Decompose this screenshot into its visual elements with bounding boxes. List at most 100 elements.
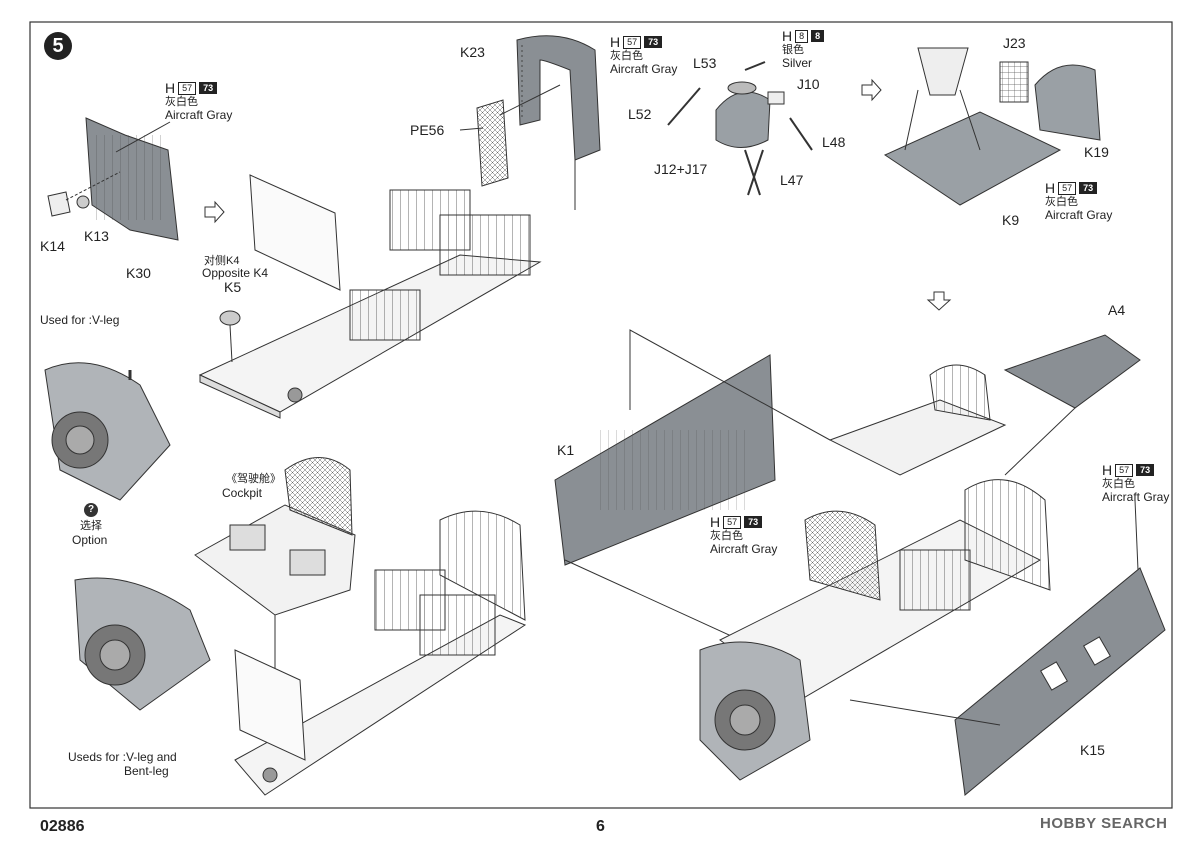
part-label-j23: J23 [1003,35,1026,51]
part-label-a4: A4 [1108,302,1126,318]
part-label-k23: K23 [460,44,485,60]
leader-line [499,84,561,116]
paint-cn: 灰白色 [710,530,743,542]
paint-code-57: 57 [723,515,742,529]
leader-line [1004,407,1076,476]
part-label-k30: K30 [126,265,151,281]
leader-line [229,324,233,363]
part-label-l48: L48 [822,134,846,150]
cockpit-assembly [194,457,356,616]
paint-code-8-dark: 8 [811,30,825,42]
leader-line [849,699,1001,726]
part-label-k5: K5 [224,279,242,295]
paint-code-57: 57 [623,35,642,49]
used-for-both-note-line2: Bent-leg [124,764,169,778]
cockpit-en: Cockpit [222,486,263,500]
k14-part [47,191,71,217]
leader-line [629,329,831,441]
flow-arrow-icon [204,200,225,224]
paint-en: Silver [782,56,813,70]
cockpit-cn: 《驾驶舱》 [226,473,281,485]
paint-cn: 灰白色 [610,50,643,62]
paint-code-57: 57 [178,81,197,95]
part-label-k19: K19 [1084,144,1109,160]
k5-part [219,310,241,326]
paint-h-label: H [610,34,621,50]
paint-en: Aircraft Gray [165,108,233,122]
option-en: Option [72,533,108,547]
paint-en: Aircraft Gray [1102,490,1170,504]
option-question-icon: ? [84,503,98,517]
product-code: 02886 [40,818,85,835]
option-cn: 选择 [80,520,102,532]
main-assembly [699,364,1051,781]
opposite-k4-en: Opposite K4 [202,266,269,280]
paint-code-73: 73 [644,36,663,48]
bent-leg-assembly [74,577,211,711]
part-label-k9: K9 [1002,212,1020,228]
paint-en: Aircraft Gray [1045,208,1113,222]
leader-line [115,121,171,153]
pe56-mesh [476,99,509,187]
part-label-l47: L47 [780,172,804,188]
paint-code-73: 73 [744,516,763,528]
paint-h-label: H [1102,462,1113,478]
paint-code-57: 57 [1058,181,1077,195]
paint-code-73: 73 [1079,182,1098,194]
paint-h-label: H [165,80,176,96]
page-number: 6 [596,818,605,835]
step-number-badge: 5 [44,32,72,60]
paint-cn: 银色 [782,44,804,56]
hobby-search-watermark: HOBBY SEARCH [1040,815,1168,832]
floor-assembly-top [198,174,542,419]
k30-bulkhead [85,117,179,241]
paint-code-8: 8 [795,29,809,43]
paint-en: Aircraft Gray [710,542,778,556]
paint-cn: 灰白色 [1102,478,1135,490]
paint-cn: 灰白色 [1045,196,1078,208]
part-label-pe56: PE56 [410,122,445,138]
leader-line [65,171,121,201]
opposite-k4-cn: 对侧K4 [204,255,240,267]
paint-code-57: 57 [1115,463,1134,477]
paint-cn: 灰白色 [165,96,198,108]
leader-line [459,127,484,131]
paint-code-73: 73 [1136,464,1155,476]
page-border [29,21,1173,809]
leader-line [564,559,741,641]
paint-h-label: H [710,514,721,530]
flow-arrow-down-icon [926,291,952,311]
floor-assembly-bottom [234,510,527,796]
v-leg-assembly [44,362,171,501]
paint-h-label: H [782,28,793,44]
leader-line [1134,499,1139,571]
paint-en: Aircraft Gray [610,62,678,76]
part-label-j12-j17: J12+J17 [654,161,708,177]
part-label-j10: J10 [797,76,820,92]
paint-code-73: 73 [199,82,218,94]
k1-side-panel [554,354,776,566]
part-label-l53: L53 [693,55,717,71]
part-label-k15: K15 [1080,742,1105,758]
k9-platform [883,47,1101,206]
part-label-l52: L52 [628,106,652,122]
k13-part [76,195,90,209]
turret-assembly [667,61,813,196]
part-label-k13: K13 [84,228,109,244]
used-for-both-note-line1: Useds for :V-leg and [68,750,177,764]
part-label-k14: K14 [40,238,65,254]
k23-frame [516,35,601,161]
part-label-k1: K1 [557,442,575,458]
flow-arrow-icon [861,78,882,102]
k15-side-panel [954,567,1166,796]
paint-h-label: H [1045,180,1056,196]
used-for-v-leg-note: Used for :V-leg [40,313,120,327]
a4-top-cover [1003,334,1141,409]
